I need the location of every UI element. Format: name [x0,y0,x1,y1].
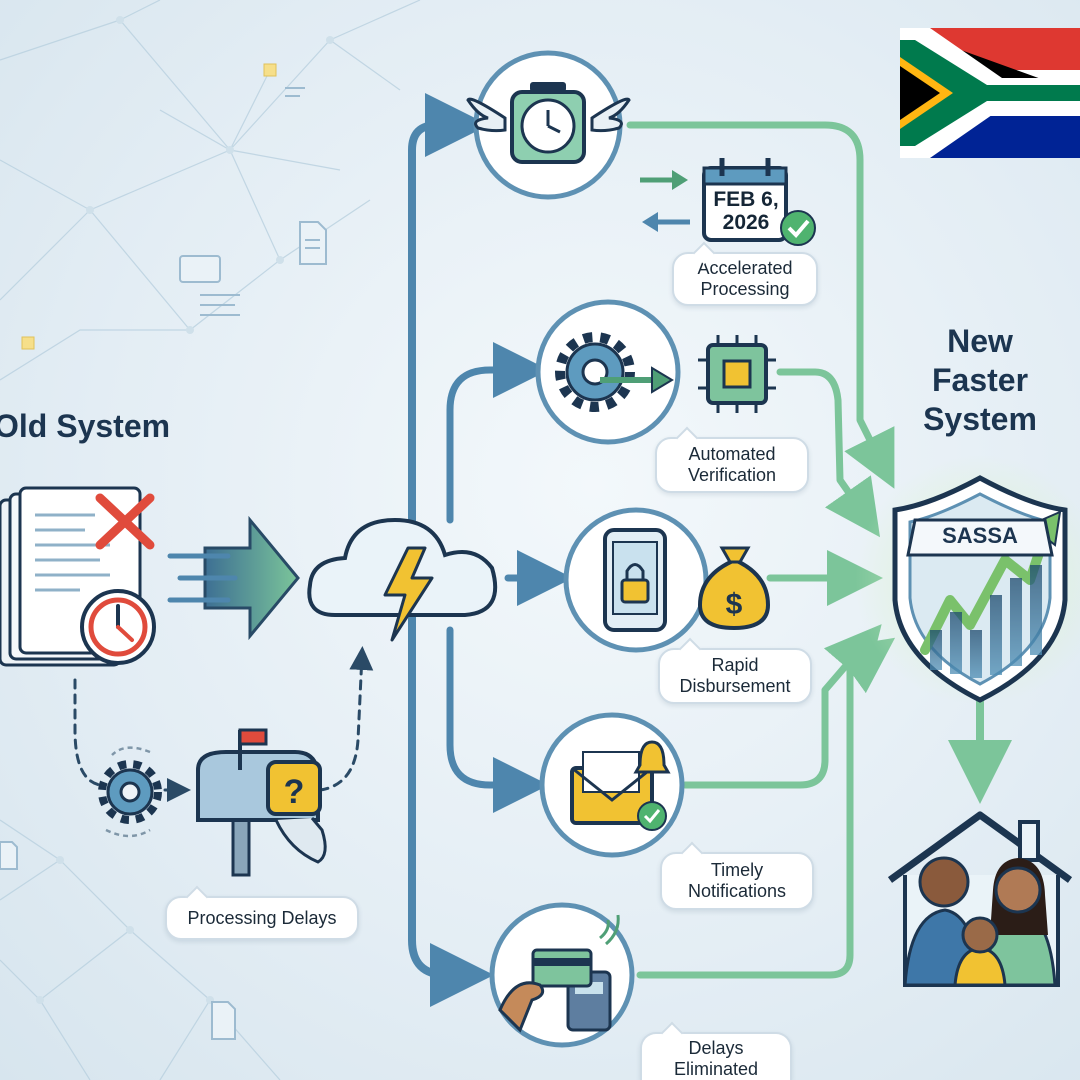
node-square-icon [263,63,277,77]
step-4-label-line-1: Timely [710,860,764,880]
calendar-date: FEB 6, 2026 [706,188,786,234]
step-label-rapid-disbursement: Rapid Disbursement [658,648,812,704]
gear-icon [98,746,162,838]
flow-arrows [73,93,1012,1007]
step-5-label-line-1: Delays [688,1038,744,1058]
new-system-title: New Faster System [895,322,1065,439]
documents-cross-clock-icon [0,486,156,667]
family-house-icon [887,811,1073,987]
mailbox-question-icon: ? [196,728,327,877]
new-system-title-line-2: Faster [931,362,1029,398]
calendar-date-line-1: FEB 6, [713,188,779,211]
step-3-label-line-1: Rapid [711,655,759,675]
step-label-accelerated-processing: Accelerated Processing [672,252,818,306]
step-2-label-line-2: Verification [687,465,777,485]
step-circle-1 [466,50,631,200]
cloud-lightning-icon [307,517,498,642]
processing-delays-text: Processing Delays [187,907,337,928]
new-system-title-line-1: New [947,323,1013,359]
step-circle-4 [539,712,685,858]
step-1-label-line-2: Processing [700,279,790,299]
step-2-label-line-1: Automated [688,444,776,464]
step-label-delays-eliminated: Delays Eliminated [640,1032,792,1080]
step-1-label-line-1: Accelerated [697,258,793,278]
step-label-automated-verification: Automated Verification [655,437,809,493]
doc-sketch-icon [0,87,327,1040]
speed-arrow-icon [167,515,300,641]
shield-sassa-text: SASSA [942,523,1018,548]
calendar-icon [640,158,816,246]
processing-delays-label: Processing Delays [165,896,359,940]
step-3-label-line-2: Disbursement [679,676,791,696]
step-circle-2 [535,299,776,445]
cross-icon [95,493,155,550]
step-4-label-line-2: Notifications [687,881,787,901]
network-nodes [36,16,334,1004]
step-label-timely-notifications: Timely Notifications [660,852,814,910]
step-5-label-line-2: Eliminated [673,1059,759,1079]
south-africa-flag-icon [900,28,1080,158]
svg-text:$: $ [726,588,743,621]
calendar-date-line-2: 2026 [722,211,770,234]
new-system-title-line-3: System [923,401,1037,437]
step-circle-3: $ [563,507,771,653]
clock-icon [80,589,156,665]
step-circle-5 [489,902,635,1048]
sassa-shield-growth-icon [855,455,1080,705]
svg-text:?: ? [284,773,305,811]
old-system-title: Old System [0,408,171,444]
node-square-icon [21,336,35,350]
